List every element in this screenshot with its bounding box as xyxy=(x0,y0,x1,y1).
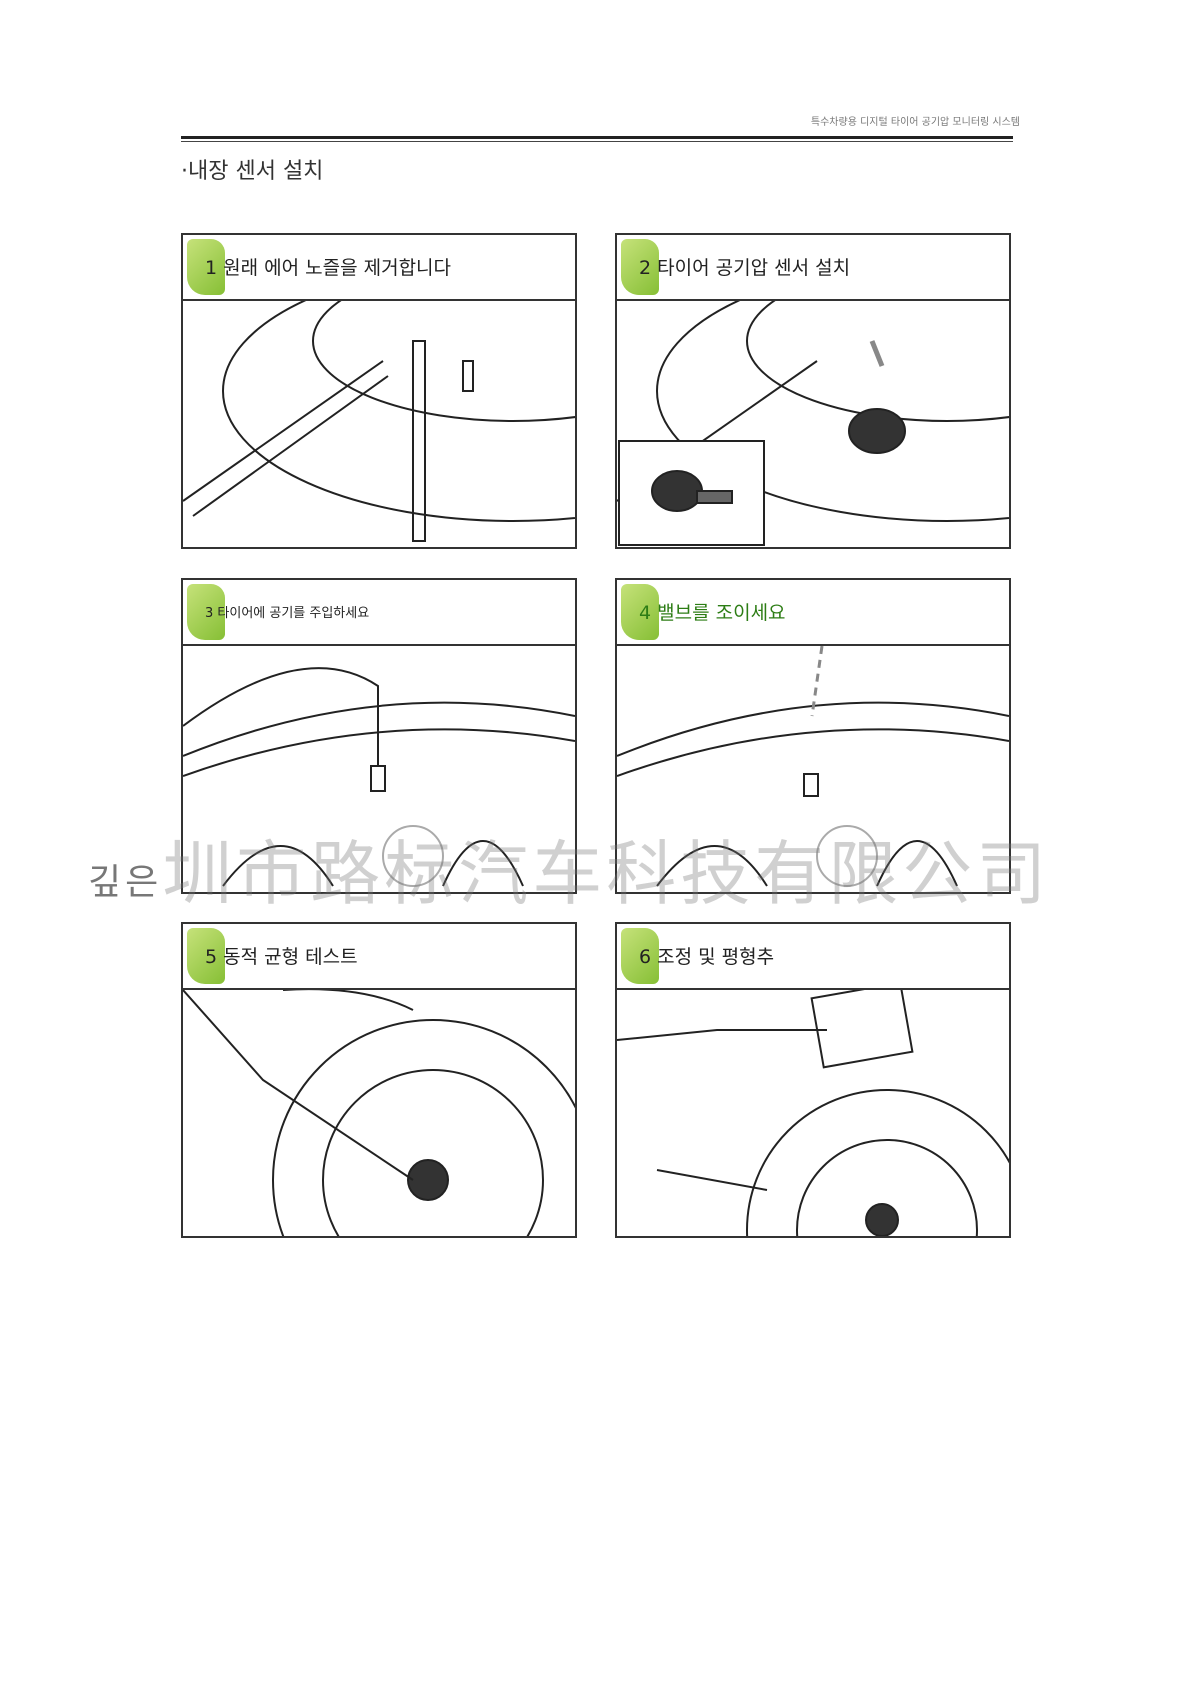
step-panel-4: 4 밸브를 조이세요 xyxy=(615,578,1011,894)
step-label-3: 3 타이어에 공기를 주입하세요 xyxy=(205,606,370,621)
watermark: 깊은圳市路标汽车科技有限公司 xyxy=(88,818,1050,919)
step-label-2: 2 타이어 공기압 센서 설치 xyxy=(639,257,851,279)
leaf-icon xyxy=(187,584,225,640)
leaf-icon xyxy=(187,239,225,295)
watermark-korean: 깊은 xyxy=(88,861,163,903)
leaf-icon xyxy=(621,239,659,295)
step-panel-1: 1 원래 에어 노즐을 제거합니다 xyxy=(181,233,577,549)
step-label-6: 6 조정 및 평형추 xyxy=(639,946,775,968)
leaf-icon xyxy=(621,584,659,640)
illustration-remove-valve xyxy=(183,301,575,542)
illustration-balance-test xyxy=(183,990,575,1236)
header-rule-thin xyxy=(181,141,1013,142)
illustration-adjust-weights xyxy=(617,990,1009,1236)
step-panel-3: 3 타이어에 공기를 주입하세요 xyxy=(181,578,577,894)
step-panel-2: 2 타이어 공기압 센서 설치 xyxy=(615,233,1011,549)
step-label-4: 4 밸브를 조이세요 xyxy=(639,602,786,624)
watermark-company: 圳市路标汽车科技有限公司 xyxy=(162,833,1051,915)
step-label-1: 1 원래 에어 노즐을 제거합니다 xyxy=(205,257,452,279)
illustration-inflate-tire xyxy=(183,667,575,887)
step-panel-5: 5 동적 균형 테스트 xyxy=(181,922,577,1238)
step-label-5: 5 동적 균형 테스트 xyxy=(205,946,358,968)
illustration-install-sensor xyxy=(617,301,1009,546)
leaf-icon xyxy=(621,928,659,984)
section-title: ·내장 센서 설치 xyxy=(181,159,324,184)
step-panel-6: 6 조정 및 평형추 xyxy=(615,922,1011,1238)
document-header: 특수차량용 디지털 타이어 공기압 모니터링 시스템 xyxy=(810,117,1020,128)
header-rule xyxy=(181,136,1013,139)
illustration-tighten-valve xyxy=(617,646,1009,887)
leaf-icon xyxy=(187,928,225,984)
